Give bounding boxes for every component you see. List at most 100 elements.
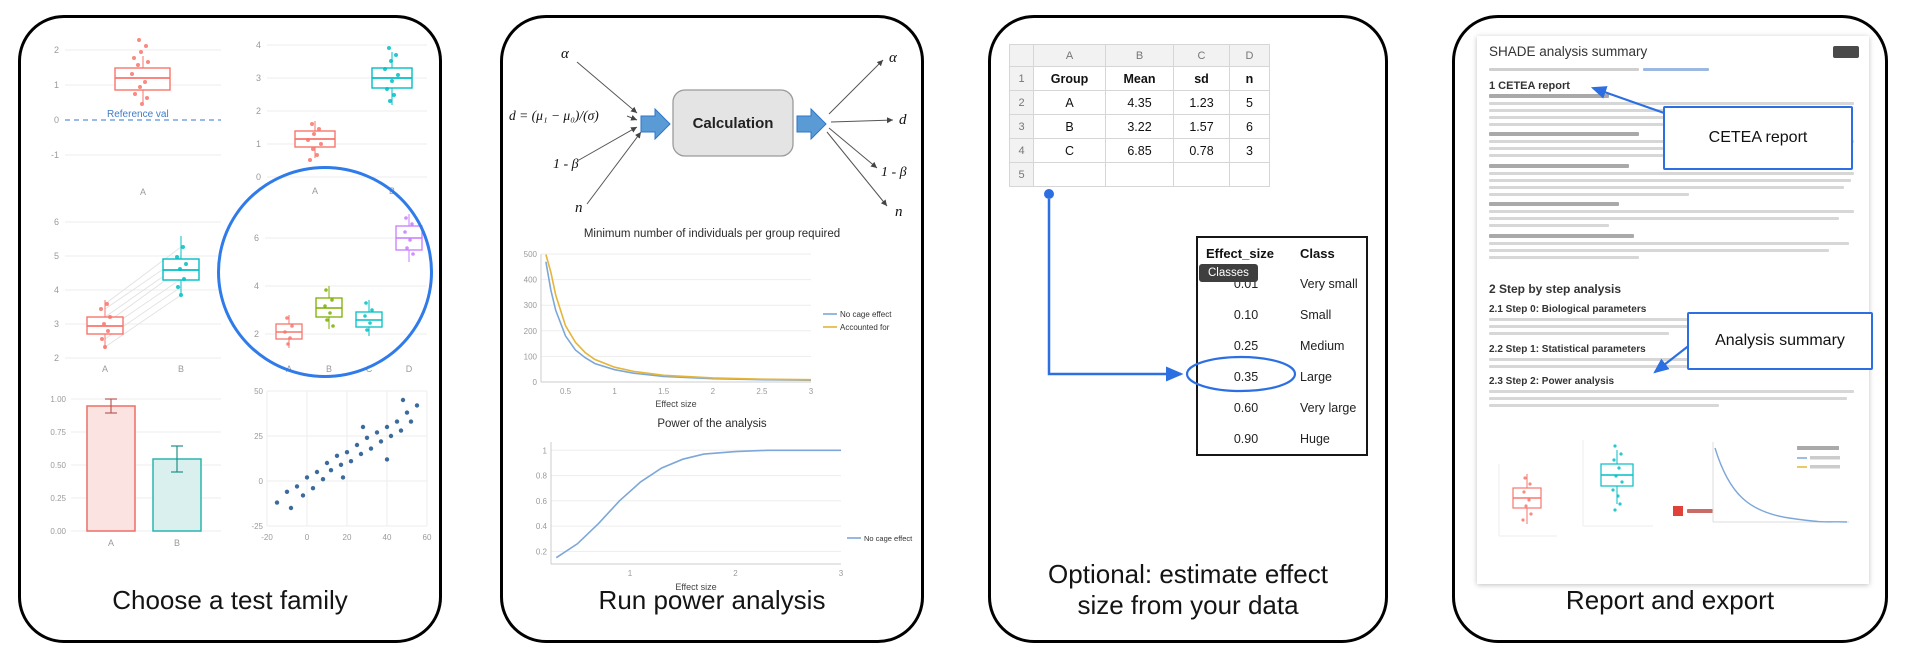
sheet-cell: 0.78 bbox=[1173, 138, 1230, 163]
scatter-point bbox=[274, 500, 280, 505]
y-tick: 200 bbox=[524, 327, 538, 336]
gridlines bbox=[541, 253, 811, 357]
scatter-point bbox=[368, 446, 374, 451]
y-tick: 4 bbox=[256, 40, 261, 50]
y-tick: 0 bbox=[259, 477, 264, 486]
sheet-col-header: D bbox=[1229, 44, 1270, 67]
power-chart: 1 0.8 0.6 0.4 0.2 1 2 3 Effect size No c… bbox=[536, 442, 913, 592]
error-bar-b bbox=[171, 445, 183, 473]
sheet-cell: Group bbox=[1033, 66, 1106, 91]
text-line-placeholder bbox=[1489, 234, 1634, 238]
panel-choose-test-family: 2 1 0 -1 Reference val A 4 3 2 1 0 bbox=[18, 15, 442, 643]
scatter-point bbox=[388, 433, 394, 439]
y-tick: 25 bbox=[254, 432, 263, 441]
export-badge bbox=[1833, 46, 1859, 58]
input-alpha-label: α bbox=[561, 46, 570, 62]
scatter-point bbox=[348, 459, 354, 464]
y-tick: 1.00 bbox=[50, 395, 66, 404]
scatter-point bbox=[310, 486, 316, 491]
scatter-point bbox=[354, 442, 360, 448]
input-n-label: n bbox=[575, 200, 583, 216]
jitter-points-red bbox=[130, 38, 150, 106]
sheet-corner bbox=[1009, 44, 1034, 67]
effect-size-value: 0.25 bbox=[1233, 338, 1259, 353]
calculation-box-label: Calculation bbox=[693, 115, 774, 132]
sheet-cell: 5 bbox=[1229, 90, 1270, 115]
x-tick: D bbox=[406, 364, 413, 374]
report-heading-2: 2 Step by step analysis bbox=[1489, 282, 1622, 296]
sheet-cell: C bbox=[1033, 138, 1106, 163]
text-line-placeholder bbox=[1489, 154, 1829, 157]
y-tick: 2 bbox=[256, 106, 261, 116]
effect-class-value: Small bbox=[1300, 307, 1332, 322]
x-tick: A bbox=[108, 538, 114, 548]
text-line-placeholder bbox=[1489, 102, 1854, 105]
sheet-cell: sd bbox=[1173, 66, 1230, 91]
text-line-placeholder bbox=[1489, 224, 1609, 227]
x-tick: A bbox=[140, 187, 146, 197]
effect-class-value: Medium bbox=[1300, 338, 1345, 353]
y-tick: 0 bbox=[256, 172, 261, 182]
report-heading-2-3: 2.3 Step 2: Power analysis bbox=[1489, 376, 1615, 387]
mini-legend-red-square bbox=[1673, 506, 1683, 516]
x-axis-label: Effect size bbox=[655, 399, 696, 409]
x-tick: 1 bbox=[628, 569, 633, 578]
x-tick: A bbox=[102, 364, 108, 374]
scatter-point bbox=[320, 477, 326, 482]
selection-dot bbox=[1044, 189, 1054, 199]
x-tick: 20 bbox=[343, 533, 352, 542]
y-tick: 2 bbox=[54, 45, 59, 55]
scatter-point bbox=[378, 439, 384, 444]
blue-arrow bbox=[1047, 199, 1184, 382]
sheet-cell: 3.22 bbox=[1105, 114, 1174, 139]
scatter-point bbox=[408, 419, 414, 424]
caption-line-2: size from your data bbox=[1077, 590, 1299, 621]
scatter-point bbox=[300, 493, 306, 498]
error-bar-a bbox=[105, 398, 117, 414]
input-arrows bbox=[576, 61, 642, 205]
text-line-placeholder bbox=[1489, 202, 1619, 206]
sheet-cell bbox=[1033, 162, 1106, 187]
y-tick: 0.50 bbox=[50, 461, 66, 470]
report-heading-1: 1 CETEA report bbox=[1489, 80, 1570, 92]
y-tick: 3 bbox=[54, 319, 59, 329]
panel-caption: Report and export bbox=[1565, 585, 1775, 615]
y-tick: 0.2 bbox=[536, 547, 548, 556]
effect-size-formula: d = (μ₁ − μ₀)/(σ) bbox=[509, 108, 599, 123]
reference-line-label: Reference val bbox=[107, 109, 169, 120]
sheet-col-header: A bbox=[1033, 44, 1106, 67]
y-tick: 0.6 bbox=[536, 497, 548, 506]
y-tick: 100 bbox=[524, 352, 538, 361]
box-teal bbox=[371, 52, 413, 105]
output-beta-label: 1 - β bbox=[881, 165, 907, 180]
box-teal bbox=[162, 236, 200, 294]
output-n-label: n bbox=[895, 204, 903, 220]
text-line-placeholder bbox=[1489, 365, 1689, 368]
y-tick: 5 bbox=[54, 251, 59, 261]
scatter-point bbox=[374, 430, 380, 435]
scatter-point bbox=[394, 419, 400, 424]
text-line-placeholder bbox=[1489, 318, 1854, 321]
y-tick: 50 bbox=[254, 387, 263, 396]
effect-size-value: 0.10 bbox=[1233, 307, 1259, 322]
x-tick: 2 bbox=[711, 387, 716, 396]
text-line-placeholder bbox=[1489, 164, 1629, 168]
panel-report-and-export: SHADE analysis summary 1 CETEA report 2 … bbox=[1452, 15, 1888, 643]
scatter-point bbox=[314, 469, 320, 475]
panel-caption: Choose a test family bbox=[112, 585, 348, 615]
output-alpha-label: α bbox=[889, 50, 898, 66]
text-line-placeholder bbox=[1489, 179, 1851, 182]
report-document: SHADE analysis summary 1 CETEA report 2 … bbox=[1477, 36, 1869, 584]
text-line-placeholder bbox=[1489, 186, 1844, 189]
sheet-cell bbox=[1105, 162, 1174, 187]
y-tick: 0.25 bbox=[50, 494, 66, 503]
blue-output-arrow-icon bbox=[796, 107, 827, 141]
text-line-placeholder bbox=[1489, 123, 1669, 126]
x-tick: 2 bbox=[733, 569, 738, 578]
text-line-placeholder bbox=[1489, 132, 1639, 136]
sheet-cell: 3 bbox=[1229, 138, 1270, 163]
text-line-placeholder bbox=[1489, 397, 1847, 400]
sheet-row-number: 1 bbox=[1009, 66, 1034, 91]
scatter-point bbox=[400, 397, 406, 403]
